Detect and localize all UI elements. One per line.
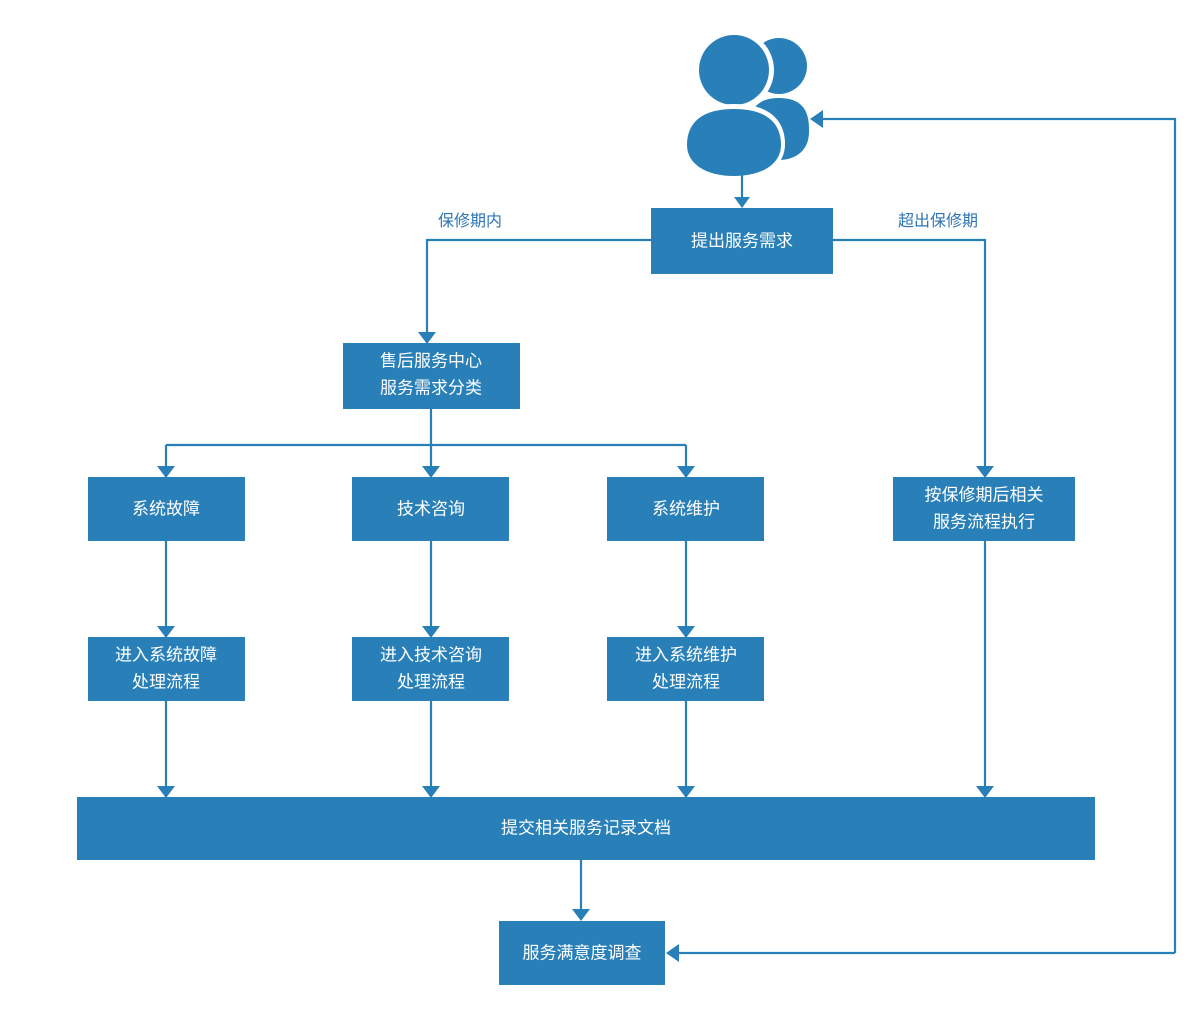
edge-request-to-out-of-warranty (833, 238, 994, 478)
node-consult-flow-label-line1: 进入技术咨询 (380, 645, 482, 664)
node-consult-flow-label-line2: 处理流程 (397, 672, 465, 691)
node-fault-label: 系统故障 (132, 499, 200, 518)
edge-maintain-flow-to-submit (677, 701, 695, 798)
node-classify[interactable]: 售后服务中心 服务需求分类 (343, 343, 520, 409)
node-request-rect[interactable] (651, 208, 833, 274)
node-satisfaction-label: 服务满意度调查 (523, 943, 642, 962)
node-submit-doc-label: 提交相关服务记录文档 (501, 818, 671, 837)
node-out-of-warranty-rect[interactable] (893, 477, 1075, 541)
edge-label-over-warranty: 超出保修期 (898, 212, 978, 230)
node-satisfaction[interactable]: 服务满意度调查 (499, 921, 665, 985)
node-out-of-warranty-label-line1: 按保修期后相关 (925, 485, 1044, 504)
node-classify-rect[interactable] (343, 343, 520, 409)
edge-fault-flow-to-submit (157, 701, 175, 798)
edge-maintain-to-maintain-flow (677, 541, 695, 638)
edge-label-in-warranty: 保修期内 (438, 212, 502, 230)
node-maintain-flow-label-line2: 处理流程 (652, 672, 720, 691)
edge-classify-to-categories (157, 409, 695, 478)
node-submit-doc[interactable]: 提交相关服务记录文档 (77, 797, 1095, 860)
node-submit-doc-rect[interactable] (77, 797, 1095, 860)
actor-front-head (699, 35, 769, 105)
node-fault-flow[interactable]: 进入系统故障 处理流程 (88, 637, 245, 701)
node-maintain-flow-label-line1: 进入系统维护 (635, 645, 737, 664)
edge-fault-to-fault-flow (157, 541, 175, 638)
node-consult-flow[interactable]: 进入技术咨询 处理流程 (352, 637, 509, 701)
node-request-label: 提出服务需求 (691, 231, 793, 250)
node-maintain-label: 系统维护 (652, 499, 720, 518)
edge-actor-to-request (734, 170, 750, 208)
actor-front-body (687, 109, 781, 176)
node-out-of-warranty[interactable]: 按保修期后相关 服务流程执行 (893, 477, 1075, 541)
node-fault-rect[interactable] (88, 477, 245, 541)
edge-feedback-to-satisfaction (666, 944, 1175, 962)
node-request[interactable]: 提出服务需求 (651, 208, 833, 274)
edge-consult-flow-to-submit (422, 701, 440, 798)
edge-loop-back-to-actor (810, 110, 1177, 953)
node-fault-flow-rect[interactable] (88, 637, 245, 701)
node-fault-flow-label-line1: 进入系统故障 (115, 645, 217, 664)
node-consult-rect[interactable] (352, 477, 509, 541)
node-out-of-warranty-label-line2: 服务流程执行 (933, 512, 1035, 531)
customer-group-icon (683, 30, 809, 180)
node-classify-label-line1: 售后服务中心 (380, 351, 482, 370)
node-satisfaction-rect[interactable] (499, 921, 665, 985)
edge-submit-to-satisfaction (572, 860, 590, 921)
node-maintain-flow-rect[interactable] (607, 637, 764, 701)
node-classify-label-line2: 服务需求分类 (380, 378, 482, 397)
node-consult-flow-rect[interactable] (352, 637, 509, 701)
edge-request-to-classify (418, 238, 651, 344)
node-consult-label: 技术咨询 (397, 499, 465, 518)
edge-consult-to-consult-flow (422, 541, 440, 638)
node-maintain-rect[interactable] (607, 477, 764, 541)
node-fault[interactable]: 系统故障 (88, 477, 245, 541)
node-maintain-flow[interactable]: 进入系统维护 处理流程 (607, 637, 764, 701)
edge-out-of-warranty-to-submit (976, 541, 994, 798)
node-maintain[interactable]: 系统维护 (607, 477, 764, 541)
node-fault-flow-label-line2: 处理流程 (132, 672, 200, 691)
node-consult[interactable]: 技术咨询 (352, 477, 509, 541)
